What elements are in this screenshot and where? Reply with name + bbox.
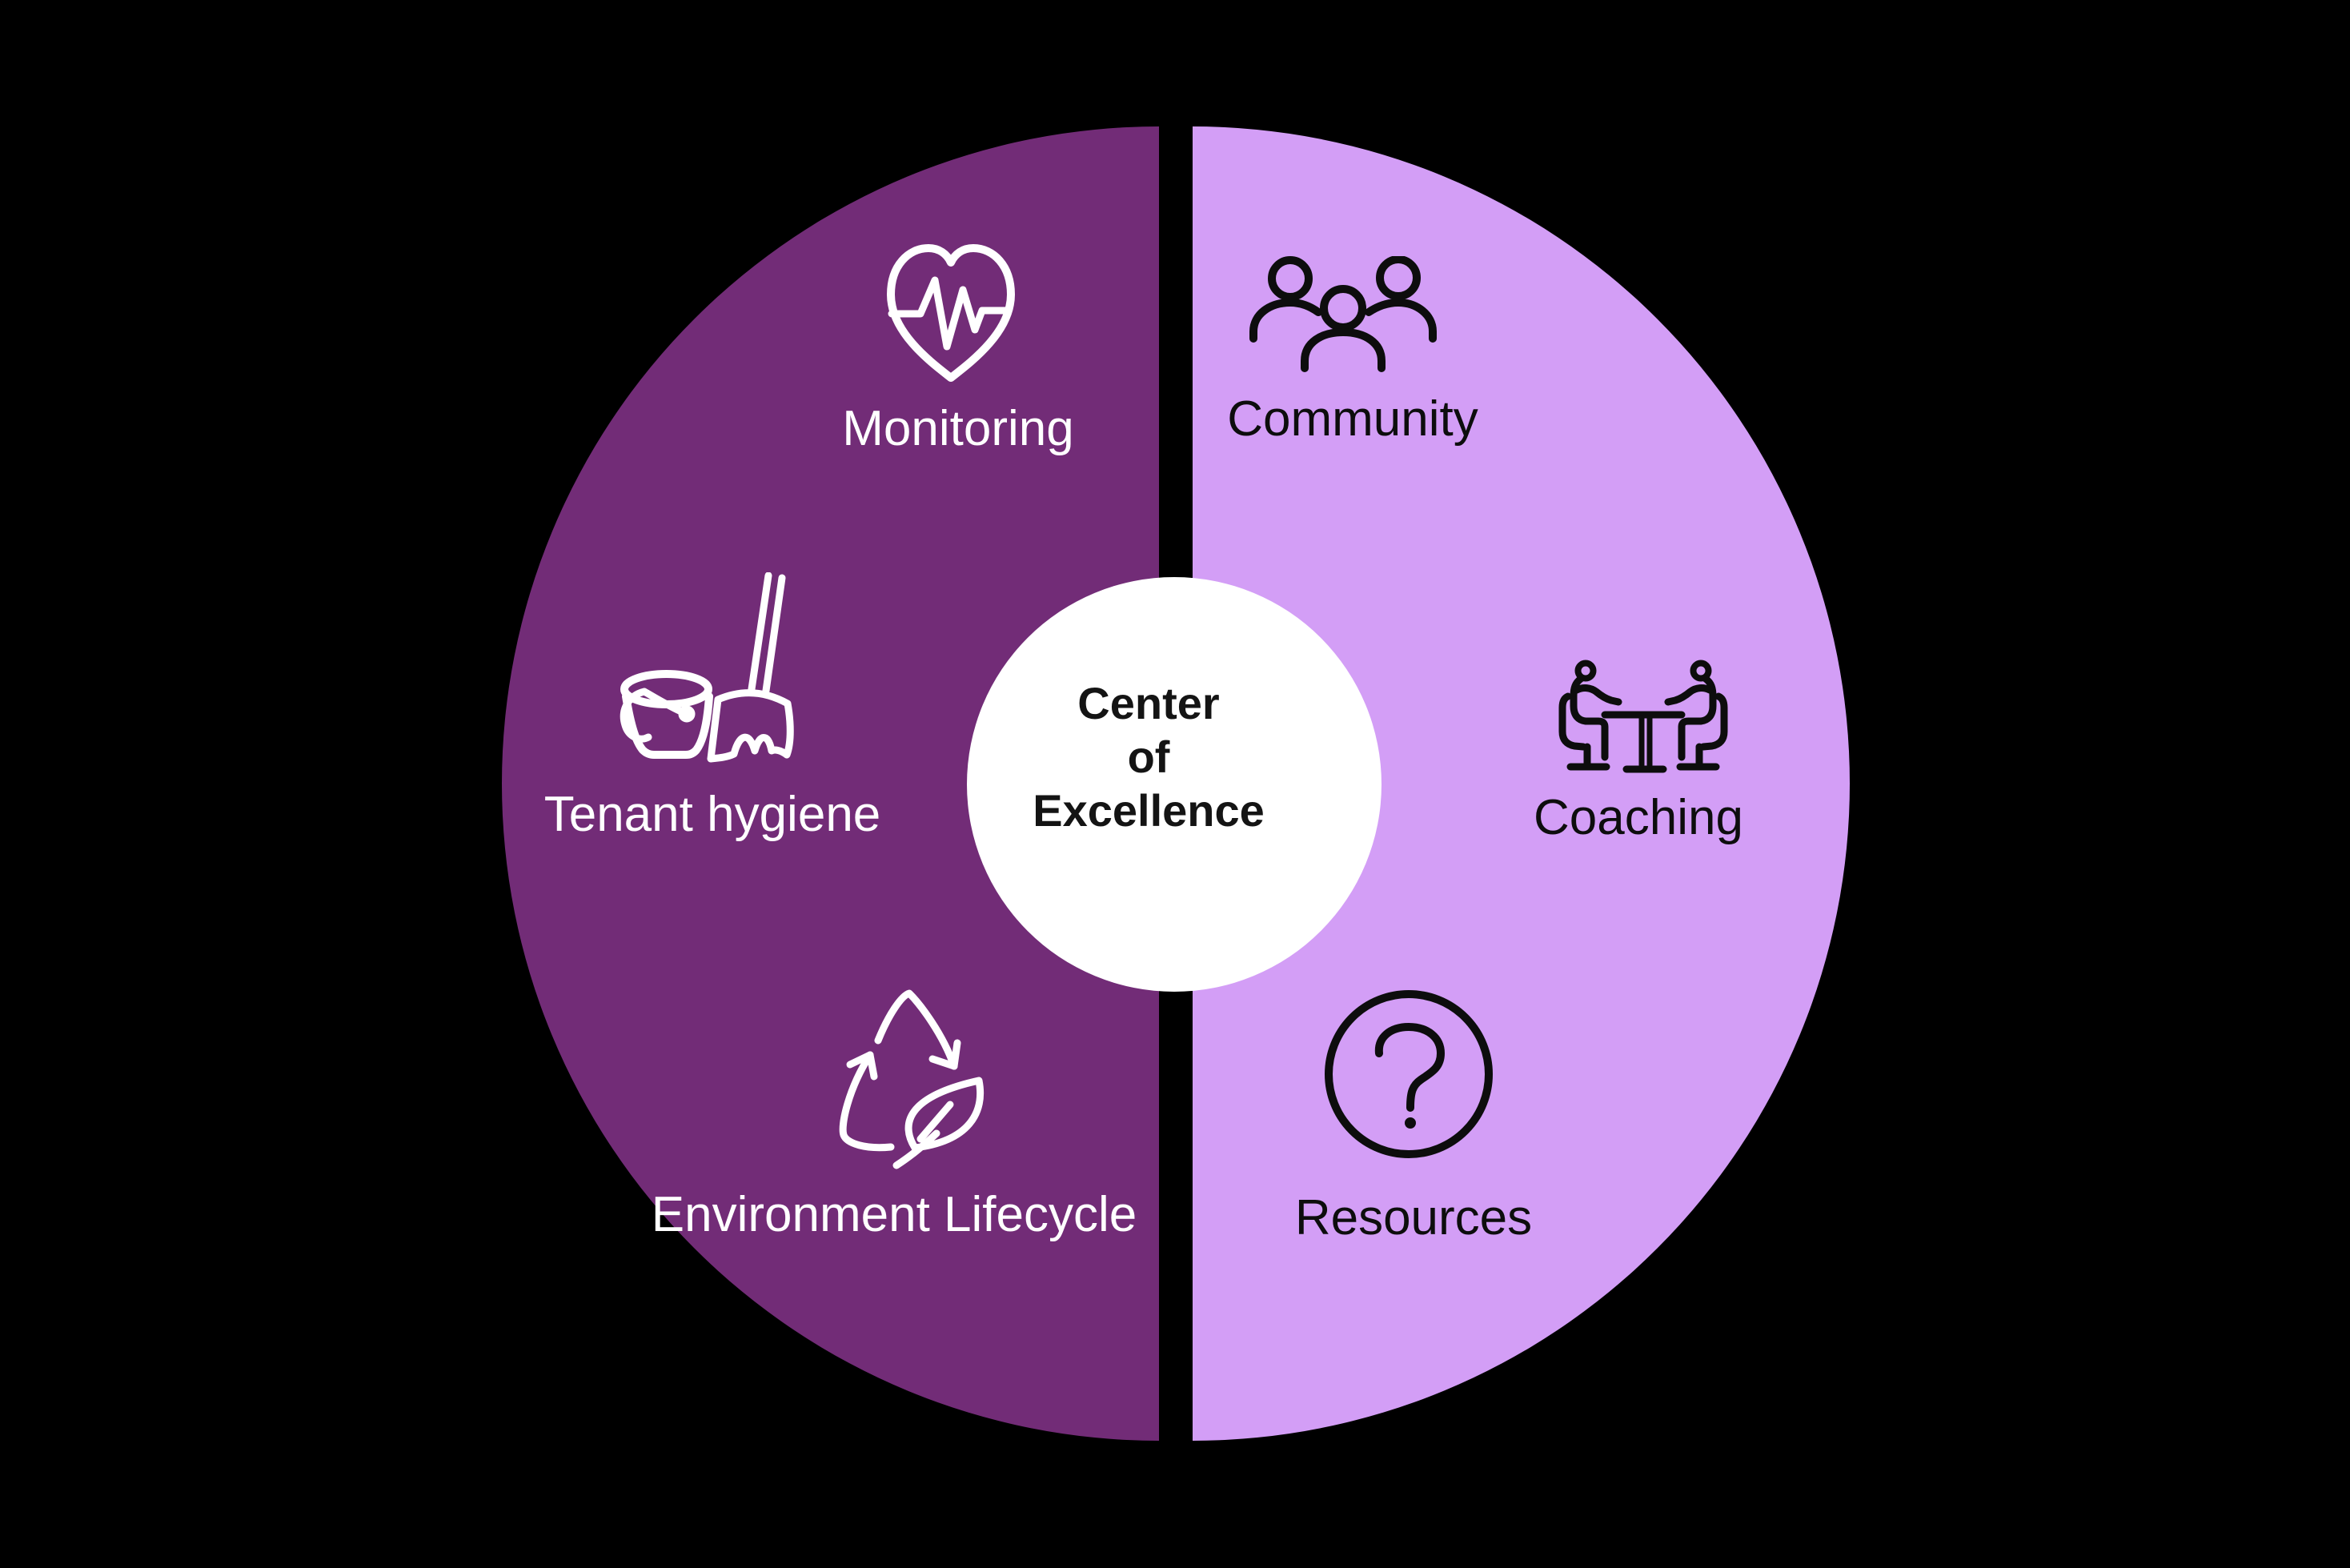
people-group-icon xyxy=(1249,256,1438,373)
center-title-line-3: Excellence xyxy=(1033,785,1265,836)
recycle-leaf-icon xyxy=(824,985,985,1170)
center-hub-title: Center of Excellence xyxy=(1033,676,1265,837)
center-hub-circle xyxy=(967,577,1382,992)
label-community: Community xyxy=(1227,391,1478,447)
label-tenant-hygiene: Tenant hygiene xyxy=(543,787,881,842)
label-coaching: Coaching xyxy=(1534,790,1743,845)
label-resources: Resources xyxy=(1294,1190,1533,1245)
label-environment-lifecycle: Environment Lifecycle xyxy=(651,1187,1137,1242)
question-circle-icon xyxy=(1325,989,1494,1161)
bucket-broom-icon xyxy=(612,572,796,764)
center-title-line-1: Center xyxy=(1077,678,1220,728)
coaching-table-icon xyxy=(1557,656,1730,775)
label-monitoring: Monitoring xyxy=(842,401,1074,456)
center-title-line-2: of xyxy=(1127,732,1170,782)
heartbeat-icon xyxy=(884,240,1017,384)
